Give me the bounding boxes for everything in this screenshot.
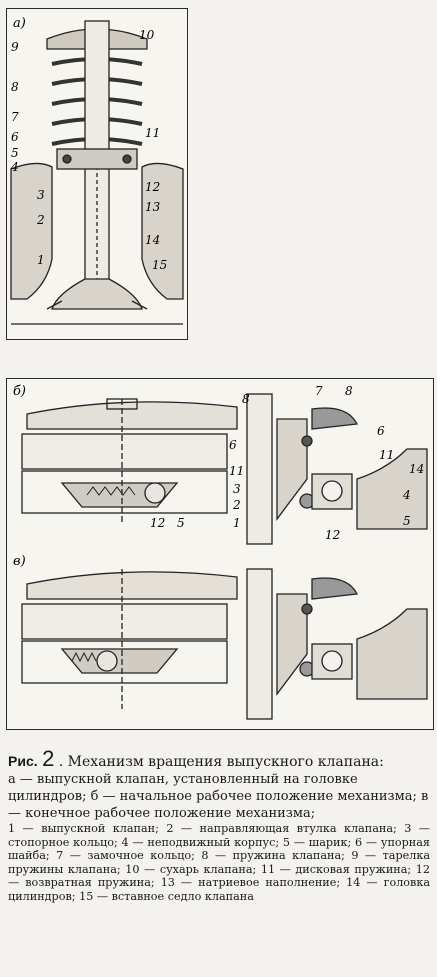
callout-15: 15 [152,258,167,272]
callout-12: 12 [145,180,160,194]
panel-b-label: б) [13,384,26,399]
callout-3: 3 [37,188,45,202]
callout-b-12: 12 [150,516,165,530]
callout-b-11: 11 [229,464,244,478]
callout-b-6-right: 6 [377,424,385,438]
callout-b-8: 8 [242,392,250,406]
callout-b-5: 5 [177,516,185,530]
callout-7: 7 [11,110,19,124]
callout-b-11-right: 11 [379,448,394,462]
callout-b-1: 1 [233,516,241,530]
figure-caption: Рис. 2 . Механизм вращения выпускного кл… [8,748,430,904]
callout-b-12-right: 12 [325,528,340,542]
callout-6: 6 [11,130,19,144]
panel-b-c-mechanism-positions: б) в) 8 6 11 12 5 7 8 6 11 14 3 2 1 4 5 … [6,378,434,730]
callout-8: 8 [11,80,19,94]
mechanism-positions-drawing: б) в) 8 6 11 12 5 7 8 6 11 14 3 2 1 4 5 … [13,384,428,720]
valve-assembly-drawing: а) 9 8 7 6 5 4 3 2 1 10 11 12 13 14 15 [10,16,184,325]
callout-b-2: 2 [232,498,241,512]
figure-title: . Механизм вращения выпускного клапана: [58,754,384,770]
panel-a-label: а) [13,16,26,31]
callout-b-5-right: 5 [403,514,411,528]
callout-b-14: 14 [409,462,424,476]
caption-title-line: Рис. 2 . Механизм вращения выпускного кл… [8,748,430,771]
figure-parts-description: а — выпускной клапан, установленный на г… [8,772,429,821]
callout-b-4: 4 [402,488,411,502]
callout-b-7: 7 [315,384,323,398]
callout-2: 2 [36,213,45,227]
callout-10: 10 [139,28,155,42]
callout-b-6: 6 [229,438,237,452]
callout-5: 5 [11,146,19,160]
figure-prefix: Рис. [8,753,38,769]
panel-c-label: в) [13,554,26,569]
panel-a-valve-assembly: а) 9 8 7 6 5 4 3 2 1 10 11 12 13 14 15 [6,8,188,340]
figure-number: 2 [42,746,55,771]
callout-9: 9 [11,40,19,54]
callout-14: 14 [145,233,160,247]
callout-11: 11 [145,126,160,140]
callout-b-8-right: 8 [345,384,353,398]
callout-4: 4 [10,160,19,174]
callout-1: 1 [37,253,45,267]
callout-13: 13 [145,200,161,214]
callout-b-3: 3 [233,482,241,496]
figure-legend: 1 — выпускной клапан; 2 — направляющая в… [8,822,430,903]
